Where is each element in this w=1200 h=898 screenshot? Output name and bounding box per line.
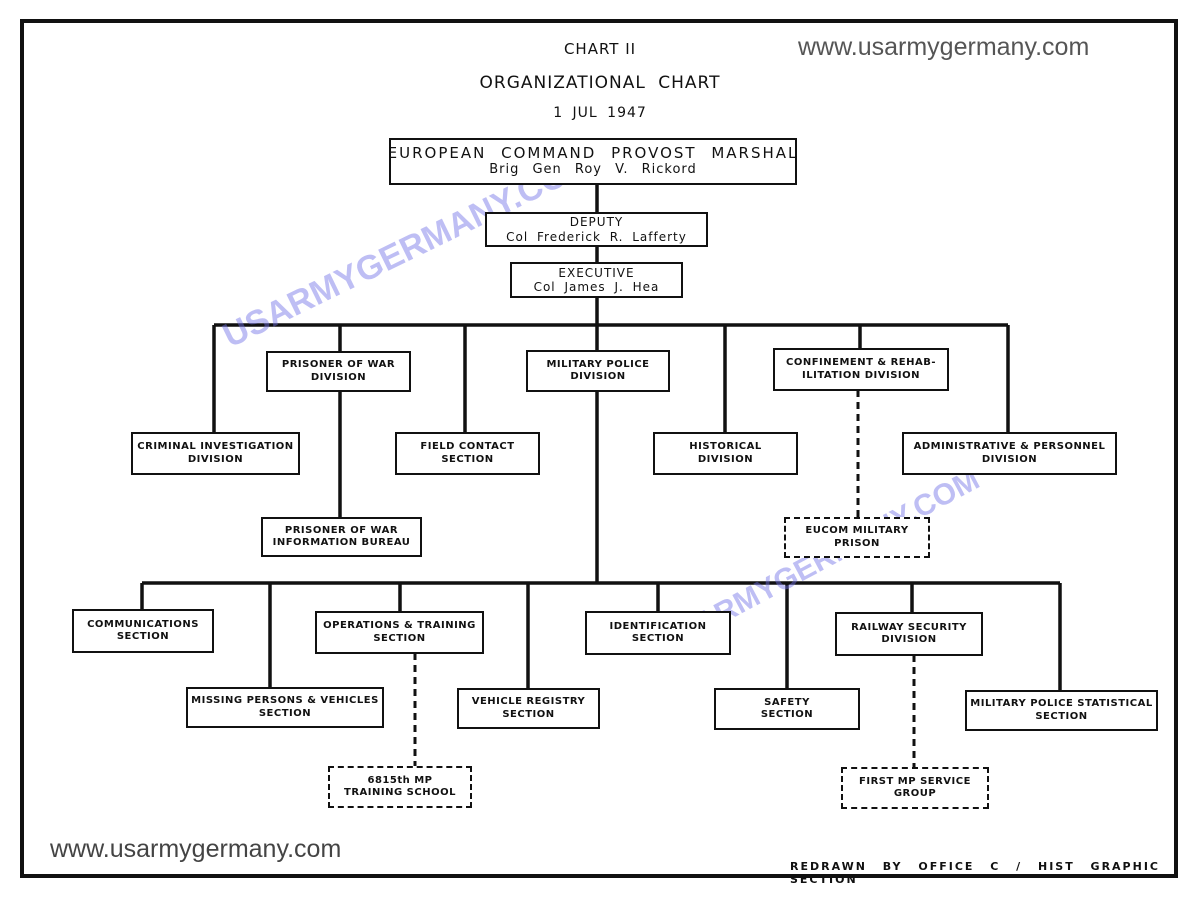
chart-title: ORGANIZATIONAL CHART (479, 73, 721, 93)
box-mp-statistical: MILITARY POLICE STATISTICAL SECTION (965, 690, 1158, 731)
chart-date: 1 JUL 1947 (553, 105, 647, 121)
ident-line2: SECTION (631, 633, 685, 644)
provost-marshal-name: Brig Gen Roy V. Rickord (489, 161, 697, 177)
eucom-prison-line2: PRISON (834, 537, 880, 549)
safety-line1: SAFETY (764, 696, 810, 708)
box-communications: COMMUNICATIONS SECTION (72, 609, 214, 653)
box-missing-persons: MISSING PERSONS & VEHICLES SECTION (186, 687, 384, 728)
pow-division-line1: PRISONER OF WAR (281, 359, 396, 370)
box-executive: EXECUTIVE Col James J. Hea (510, 262, 683, 298)
safety-line2: SECTION (760, 709, 814, 720)
box-operations-training: OPERATIONS & TRAINING SECTION (315, 611, 484, 654)
provost-marshal-title: EUROPEAN COMMAND PROVOST MARSHAL (387, 144, 799, 163)
confinement-line1: CONFINEMENT & REHAB- (785, 357, 937, 368)
admin-line1: ADMINISTRATIVE & PERSONNEL (913, 441, 1106, 452)
box-pow-division: PRISONER OF WAR DIVISION (266, 351, 411, 392)
first-mp-line1: FIRST MP SERVICE (859, 775, 971, 787)
pow-division-line2: DIVISION (310, 371, 367, 383)
executive-title: EXECUTIVE (558, 265, 635, 280)
school-line2: TRAINING SCHOOL (344, 787, 456, 798)
box-vehicle-registry: VEHICLE REGISTRY SECTION (457, 688, 600, 729)
pow-bureau-line1: PRISONER OF WAR (284, 524, 399, 536)
box-pow-info-bureau: PRISONER OF WAR INFORMATION BUREAU (261, 517, 422, 557)
admin-line2: DIVISION (981, 453, 1038, 465)
box-safety: SAFETY SECTION (714, 688, 860, 730)
ident-line1: IDENTIFICATION (609, 620, 707, 632)
ops-line1: OPERATIONS & TRAINING (323, 620, 476, 631)
chart-number: CHART II (563, 40, 637, 58)
stat-line1: MILITARY POLICE STATISTICAL (970, 698, 1153, 709)
eucom-prison-line1: EUCOM MILITARY (805, 525, 909, 536)
redrawn-credit: REDRAWN BY OFFICE C / HIST GRAPHIC SECTI… (790, 860, 1160, 886)
watermark-url-bottom: www.usarmygermany.com (50, 835, 342, 863)
vehicle-line1: VEHICLE REGISTRY (471, 696, 586, 707)
cid-line2: DIVISION (187, 453, 244, 465)
box-deputy: DEPUTY Col Frederick R. Lafferty (485, 212, 708, 247)
deputy-title: DEPUTY (569, 215, 624, 230)
mp-division-line2: DIVISION (570, 371, 626, 382)
railway-line2: DIVISION (881, 634, 937, 645)
field-contact-line1: FIELD CONTACT (420, 441, 515, 452)
railway-line1: RAILWAY SECURITY (851, 621, 967, 633)
vehicle-line2: SECTION (502, 708, 555, 720)
mp-division-line1: MILITARY POLICE (546, 358, 650, 370)
cid-line1: CRIMINAL INVESTIGATION (137, 441, 294, 452)
watermark-url-top: www.usarmygermany.com (798, 33, 1090, 61)
confinement-line2: ILITATION DIVISION (802, 369, 920, 381)
deputy-name: Col Frederick R. Lafferty (506, 229, 687, 244)
historical-line1: HISTORICAL (689, 441, 762, 452)
box-eucom-prison: EUCOM MILITARY PRISON (784, 517, 930, 558)
box-provost-marshal: EUROPEAN COMMAND PROVOST MARSHAL Brig Ge… (387, 138, 799, 185)
chart-frame (20, 19, 1178, 878)
comm-line2: SECTION (116, 631, 170, 642)
box-field-contact: FIELD CONTACT SECTION (395, 432, 540, 475)
field-contact-line2: SECTION (441, 453, 494, 465)
box-admin-personnel: ADMINISTRATIVE & PERSONNEL DIVISION (902, 432, 1117, 475)
missing-line1: MISSING PERSONS & VEHICLES (191, 695, 379, 706)
comm-line1: COMMUNICATIONS (87, 618, 199, 630)
first-mp-line2: GROUP (893, 788, 937, 799)
pow-bureau-line2: INFORMATION BUREAU (272, 537, 411, 548)
executive-name: Col James J. Hea (533, 280, 660, 294)
box-military-police-division: MILITARY POLICE DIVISION (526, 350, 670, 392)
school-line1: 6815th MP (367, 774, 433, 786)
ops-line2: SECTION (373, 632, 426, 644)
missing-line2: SECTION (258, 707, 312, 719)
box-confinement-division: CONFINEMENT & REHAB- ILITATION DIVISION (773, 348, 949, 391)
box-6815th-training-school: 6815th MP TRAINING SCHOOL (328, 766, 472, 808)
historical-line2: DIVISION (697, 453, 754, 465)
box-identification: IDENTIFICATION SECTION (585, 611, 731, 655)
stat-line2: SECTION (1035, 710, 1088, 722)
box-criminal-investigation: CRIMINAL INVESTIGATION DIVISION (131, 432, 300, 475)
box-first-mp-service-group: FIRST MP SERVICE GROUP (841, 767, 989, 809)
box-railway-security: RAILWAY SECURITY DIVISION (835, 612, 983, 656)
box-historical: HISTORICAL DIVISION (653, 432, 798, 475)
